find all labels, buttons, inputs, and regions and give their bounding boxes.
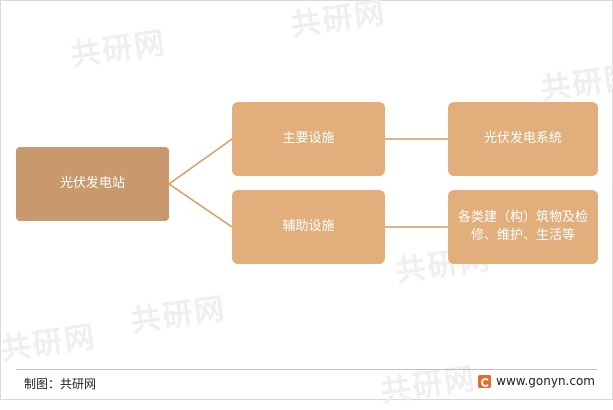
node-label: 辅助设施 xyxy=(282,219,335,234)
node-auxiliary-facilities: 辅助设施 xyxy=(232,190,385,264)
connector-lines xyxy=(168,138,448,228)
footer-divider xyxy=(16,369,597,370)
gonyn-logo-icon xyxy=(478,374,492,388)
site-credit: www.gonyn.com xyxy=(478,374,595,388)
node-main-facilities: 主要设施 xyxy=(232,102,385,176)
node-label: 各类建（构）筑物及检修、维护、生活等 xyxy=(457,210,588,243)
node-pv-generation-system: 光伏发电系统 xyxy=(448,102,598,176)
connector-root-to-aux xyxy=(168,183,233,228)
node-label: 主要设施 xyxy=(282,131,335,146)
source-credit: 制图：共研网 xyxy=(24,377,97,391)
node-label: 光伏发电站 xyxy=(59,176,125,191)
node-pv-power-station: 光伏发电站 xyxy=(16,147,169,221)
node-label: 光伏发电系统 xyxy=(483,131,562,146)
site-url: www.gonyn.com xyxy=(496,374,595,388)
connector-root-to-main xyxy=(168,138,233,185)
node-buildings-and-maintenance: 各类建（构）筑物及检修、维护、生活等 xyxy=(448,190,598,264)
